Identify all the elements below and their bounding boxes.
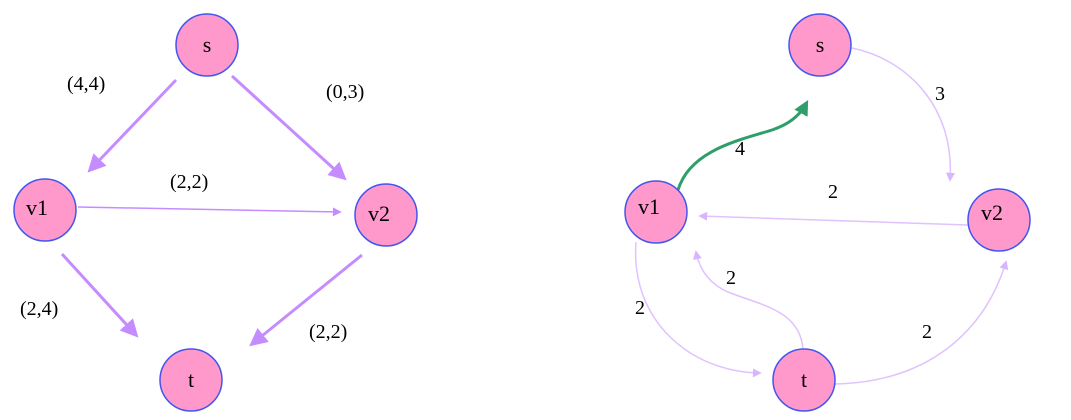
edge-label-t-v2: 2 bbox=[922, 321, 932, 343]
edge-s-v1 bbox=[87, 78, 178, 173]
edge-label-s-v2: (0,3) bbox=[326, 81, 364, 103]
edge-t-v1 bbox=[693, 250, 804, 350]
node-v1: v1 bbox=[624, 180, 688, 244]
node-label-v1: v1 bbox=[26, 195, 48, 220]
edge-label-v2-v1: 2 bbox=[828, 181, 838, 203]
node-v2: v2 bbox=[354, 183, 418, 247]
edge-label-s-v1: (4,4) bbox=[67, 73, 105, 95]
edge-v1-s-augmenting bbox=[676, 100, 809, 191]
edge-label-v1-t: (2,4) bbox=[20, 298, 58, 320]
edge-v1-v2 bbox=[77, 206, 342, 217]
node-label-v2: v2 bbox=[981, 200, 1003, 225]
flow-network-graph: (4,4) (0,3) (2,2) (2,4) (2,2) s v1 v2 t bbox=[13, 13, 418, 412]
residual-network-graph: 4 3 2 2 2 2 s v1 v2 t bbox=[624, 13, 1031, 412]
edge-label-s-v2: 3 bbox=[935, 83, 945, 105]
node-v1: v1 bbox=[13, 178, 77, 242]
node-v2: v2 bbox=[967, 188, 1031, 252]
edge-t-v2 bbox=[834, 260, 1009, 385]
edge-label-t-v1: 2 bbox=[726, 267, 736, 289]
edge-v2-v1 bbox=[698, 211, 969, 226]
node-s: s bbox=[788, 13, 852, 77]
node-t: t bbox=[772, 348, 836, 412]
node-label-s: s bbox=[203, 32, 212, 57]
node-label-t: t bbox=[188, 367, 194, 392]
node-label-s: s bbox=[816, 32, 825, 57]
node-label-v1: v1 bbox=[638, 194, 660, 219]
node-s: s bbox=[175, 13, 239, 77]
node-t: t bbox=[159, 348, 223, 412]
edge-s-v2 bbox=[851, 47, 955, 182]
edge-v2-t bbox=[249, 253, 363, 347]
edge-s-v2 bbox=[230, 74, 347, 181]
edge-v1-t bbox=[60, 252, 139, 338]
edge-label-v1-s: 4 bbox=[735, 138, 745, 160]
edge-label-v2-t: (2,2) bbox=[309, 321, 347, 343]
edge-label-v1-t: 2 bbox=[635, 297, 645, 319]
node-label-v2: v2 bbox=[368, 201, 390, 226]
edge-label-v1-v2: (2,2) bbox=[170, 171, 208, 193]
edge-v1-t bbox=[634, 241, 762, 378]
node-label-t: t bbox=[801, 367, 807, 392]
